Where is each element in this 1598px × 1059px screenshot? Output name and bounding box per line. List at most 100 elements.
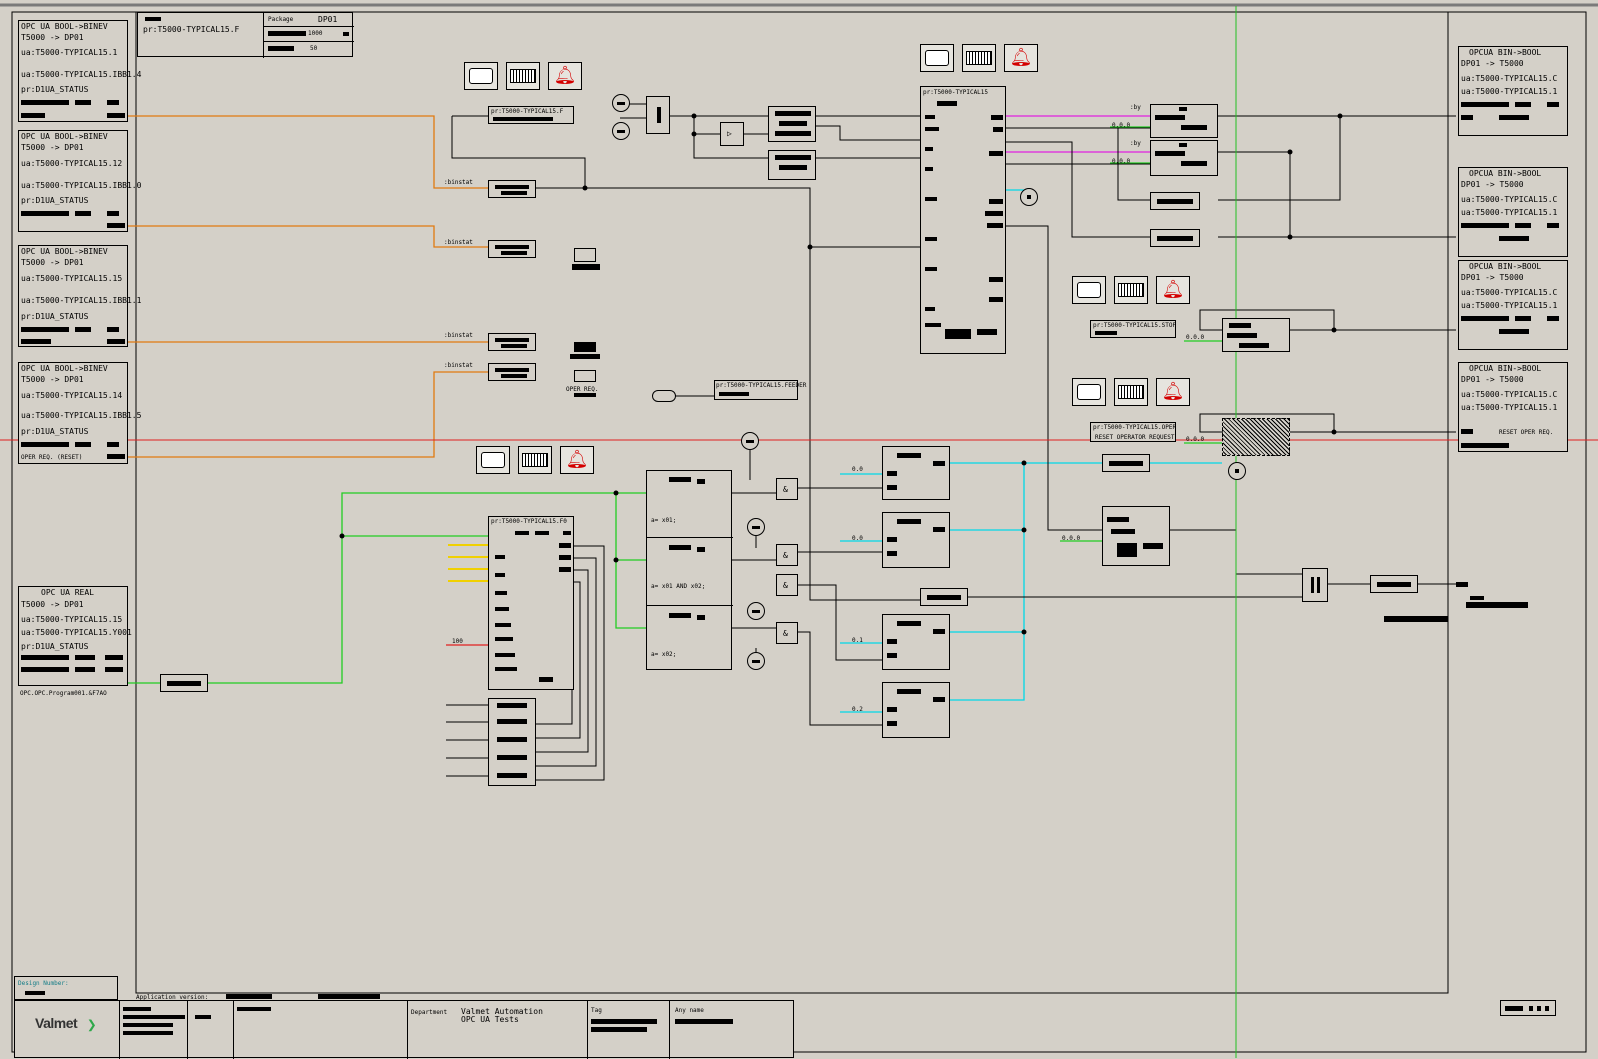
input-circle[interactable]	[747, 602, 765, 620]
input-circle[interactable]	[612, 94, 630, 112]
signal-block[interactable]	[1150, 192, 1200, 210]
feeder-symbol[interactable]	[652, 390, 676, 402]
block-line: ua:T5000-TYPICAL15.C	[1461, 195, 1557, 204]
block-line: DP01 -> T5000	[1461, 375, 1524, 384]
keyboard-icon[interactable]	[506, 62, 540, 90]
block-line: ua:T5000-TYPICAL15.IBB1.4	[21, 70, 141, 79]
logic-block[interactable]	[1150, 104, 1218, 138]
compare-block[interactable]	[882, 446, 950, 500]
keyboard-icon[interactable]	[1114, 378, 1148, 406]
binstat-block[interactable]	[488, 363, 536, 381]
alarm-bell-icon[interactable]: 🔔︎	[548, 62, 582, 90]
lamp-symbol[interactable]	[574, 342, 596, 352]
opcua-bool-binev-block-1[interactable]: OPC UA BOOL->BINEV T5000 -> DP01 ua:T500…	[18, 20, 128, 122]
design-number-label: Design Number:	[18, 980, 69, 987]
block-line: ua:T5000-TYPICAL15.14	[21, 391, 122, 400]
signal-block[interactable]	[920, 588, 968, 606]
input-circle[interactable]	[741, 432, 759, 450]
design-number-box: Design Number:	[14, 976, 118, 1000]
compare-block[interactable]	[882, 512, 950, 568]
lamp-symbol[interactable]	[574, 248, 596, 262]
package-label: Package	[268, 16, 293, 23]
opcua-bin-bool-block-4[interactable]: OPCUA BIN->BOOL DP01 -> T5000 ua:T5000-T…	[1458, 362, 1568, 452]
input-circle[interactable]	[747, 518, 765, 536]
by-label: :by	[1130, 104, 1141, 111]
alarm-bell-icon[interactable]: 🔔︎	[1156, 276, 1190, 304]
small-block[interactable]	[160, 674, 208, 692]
logic-block[interactable]	[1150, 140, 1218, 176]
faceplate-icon[interactable]	[464, 62, 498, 90]
value-label: 0.0.0	[1112, 122, 1130, 129]
main-motor-block[interactable]: pr:T5000-TYPICAL15	[920, 86, 1006, 354]
amplifier-block[interactable]: ▷	[720, 122, 744, 146]
opcua-bin-bool-block-2[interactable]: OPCUA BIN->BOOL DP01 -> T5000 ua:T5000-T…	[1458, 167, 1568, 257]
alarm-bell-icon[interactable]: 🔔︎	[1156, 378, 1190, 406]
opcua-bin-bool-block-1[interactable]: OPCUA BIN->BOOL DP01 -> T5000 ua:T5000-T…	[1458, 46, 1568, 136]
keyboard-icon[interactable]	[962, 44, 996, 72]
faceplate-icon[interactable]	[476, 446, 510, 474]
opcua-real-block[interactable]: OPC UA REAL T5000 -> DP01 ua:T5000-TYPIC…	[18, 586, 128, 686]
and-gate[interactable]: &	[776, 478, 798, 500]
real-block-footer: OPC.OPC.Program001.&F7AO	[20, 690, 107, 697]
value-label: 0.0.0	[1112, 158, 1130, 165]
value-label: 0.0.0	[1186, 334, 1204, 341]
faceplate-icon[interactable]	[1072, 276, 1106, 304]
opcua-bool-binev-block-3[interactable]: OPC UA BOOL->BINEV T5000 -> DP01 ua:T500…	[18, 245, 128, 347]
binstat-block[interactable]	[488, 240, 536, 258]
signal-block[interactable]	[1102, 454, 1150, 472]
any-name-label: Any name	[675, 1007, 704, 1014]
output-circle[interactable]	[1228, 462, 1246, 480]
feeder-block[interactable]: pr:T5000-TYPICAL15.FEEDER	[714, 380, 798, 400]
compare-block[interactable]	[882, 682, 950, 738]
stop-block[interactable]: pr:T5000-TYPICAL15.STOP	[1090, 320, 1176, 338]
selected-logic-block[interactable]	[1222, 418, 1290, 456]
alarm-bell-icon[interactable]: 🔔︎	[1004, 44, 1038, 72]
opcua-bin-bool-block-3[interactable]: OPCUA BIN->BOOL DP01 -> T5000 ua:T5000-T…	[1458, 260, 1568, 350]
selector-block[interactable]	[1302, 568, 1328, 602]
logic-block[interactable]	[1102, 506, 1170, 566]
input-circle[interactable]	[612, 122, 630, 140]
output-circle[interactable]	[1020, 188, 1038, 206]
block-line: ua:T5000-TYPICAL15.C	[1461, 74, 1557, 83]
condition-label: a= x01 AND x02;	[651, 583, 705, 590]
signal-block[interactable]	[1370, 575, 1418, 593]
binstat-block[interactable]	[488, 180, 536, 198]
function-block[interactable]	[768, 150, 816, 180]
keyboard-icon[interactable]	[518, 446, 552, 474]
block-line: T5000 -> DP01	[21, 258, 84, 267]
and-gate[interactable]: &	[776, 574, 798, 596]
block-title: OPC UA REAL	[41, 588, 94, 597]
block-line: pr:D1UA_STATUS	[21, 642, 88, 651]
keyboard-icon[interactable]	[1114, 276, 1148, 304]
gate-label: &	[783, 551, 788, 560]
alarm-bell-icon[interactable]: 🔔︎	[560, 446, 594, 474]
block-line: DP01 -> T5000	[1461, 180, 1524, 189]
and-gate[interactable]: &	[776, 544, 798, 566]
top-function-block[interactable]: pr:T5000-TYPICAL15.F	[488, 106, 574, 124]
opcua-bool-binev-block-4[interactable]: OPC UA BOOL->BINEV T5000 -> DP01 ua:T500…	[18, 362, 128, 464]
header-value-1: 1000	[308, 30, 322, 37]
block-line: DP01 -> T5000	[1461, 59, 1524, 68]
binstat-label: :binstat	[444, 239, 473, 246]
block-line: ua:T5000-TYPICAL15.15	[21, 274, 122, 283]
block-line: ua:T5000-TYPICAL15.C	[1461, 390, 1557, 399]
oper-block[interactable]: pr:T5000-TYPICAL15.OPER RESET OPERATOR R…	[1090, 422, 1176, 442]
logic-block[interactable]	[1222, 318, 1290, 352]
and-gate[interactable]: &	[776, 622, 798, 644]
value-label: 0.0	[852, 466, 863, 473]
selector-block[interactable]	[646, 96, 670, 134]
f0-function-block[interactable]: pr:T5000-TYPICAL15.F0	[488, 516, 574, 690]
faceplate-icon[interactable]	[920, 44, 954, 72]
compare-block[interactable]	[882, 614, 950, 670]
input-circle[interactable]	[747, 652, 765, 670]
function-block[interactable]	[768, 106, 816, 142]
condition-block[interactable]: a= x01; a= x01 AND x02; a= x02;	[646, 470, 732, 670]
faceplate-icon[interactable]	[1072, 378, 1106, 406]
lamp-symbol[interactable]	[574, 370, 596, 382]
input-block[interactable]	[488, 698, 536, 786]
block-line: ua:T5000-TYPICAL15.Y001	[21, 628, 132, 637]
opcua-bool-binev-block-2[interactable]: OPC UA BOOL->BINEV T5000 -> DP01 ua:T500…	[18, 130, 128, 232]
binstat-block[interactable]	[488, 333, 536, 351]
reset-label: RESET OPERATOR REQUEST	[1095, 434, 1174, 441]
signal-block[interactable]	[1150, 229, 1200, 247]
